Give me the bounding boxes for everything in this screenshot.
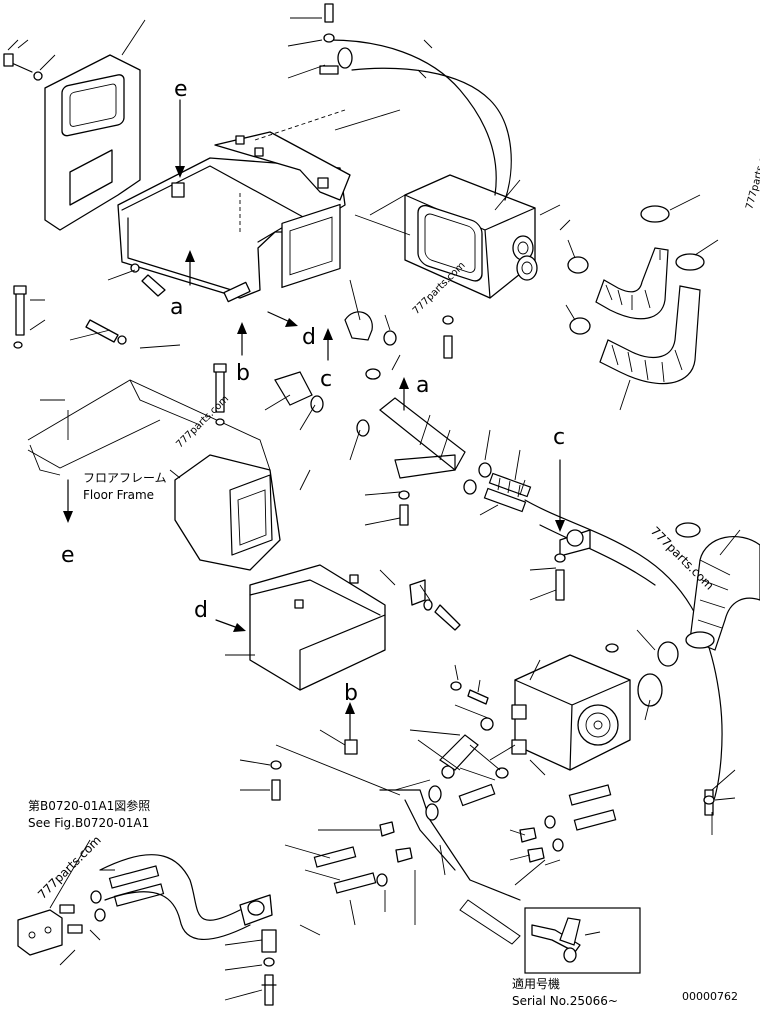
bracket-small-right — [409, 579, 433, 611]
bracket-floor — [174, 454, 281, 571]
fittings-lower-left — [59, 890, 106, 934]
serial-label-jp: 適用号機 — [512, 976, 560, 991]
bolt-washer-topleft — [3, 39, 56, 81]
hose-elbow-upper-1 — [595, 247, 669, 320]
clip-lower-left — [239, 894, 273, 926]
leader-lines — [7, 17, 741, 1001]
hose-tubes-mid — [483, 472, 532, 513]
label-c-right: c — [553, 425, 565, 450]
floor-frame — [27, 379, 271, 476]
block-fitting — [17, 909, 63, 956]
reference-label-en: See Fig.B0720-01A1 — [28, 816, 149, 830]
label-e-low: e — [61, 543, 75, 568]
arrows — [63, 99, 565, 945]
drawing-number: 00000762 — [682, 990, 738, 1003]
unit-box-lower — [511, 641, 679, 771]
label-b-low: b — [344, 681, 358, 706]
floor-frame-label-jp: フロアフレーム — [83, 471, 167, 485]
label-d-low: d — [194, 598, 208, 623]
pipe-assembly-lower — [379, 734, 521, 901]
label-b-mid: b — [236, 361, 250, 386]
unit-box-upper — [404, 174, 538, 299]
spacer-and-bolt-bottom — [261, 929, 277, 1006]
serial-detail-inset — [524, 907, 641, 974]
clip-harness — [319, 47, 353, 75]
callout-letters: e a b d c a c e d b — [61, 77, 565, 706]
watermark-5: 777parts.com — [744, 141, 760, 211]
label-a-top: a — [170, 295, 183, 320]
label-e-top: e — [174, 77, 188, 102]
hose-elbow-upper-2 — [599, 285, 701, 385]
duct-cover-plate — [44, 54, 141, 231]
hose-tubes-lower — [108, 783, 617, 907]
serial-label-en: Serial No.25066~ — [512, 994, 618, 1008]
reference-label-jp: 第B0720-01A1図参照 — [28, 798, 150, 813]
hose-elbow-lower — [675, 522, 760, 651]
air-duct — [117, 131, 351, 303]
bolts — [13, 3, 715, 887]
clamps-upper — [567, 205, 705, 335]
label-d-mid: d — [302, 325, 316, 350]
cover-plate-lower — [249, 564, 386, 691]
label-a-mid: a — [416, 373, 429, 398]
hose-small-mid — [274, 311, 492, 495]
clip-mid-right — [559, 529, 591, 557]
label-c-top: c — [320, 367, 332, 392]
floor-frame-label-en: Floor Frame — [83, 488, 154, 502]
